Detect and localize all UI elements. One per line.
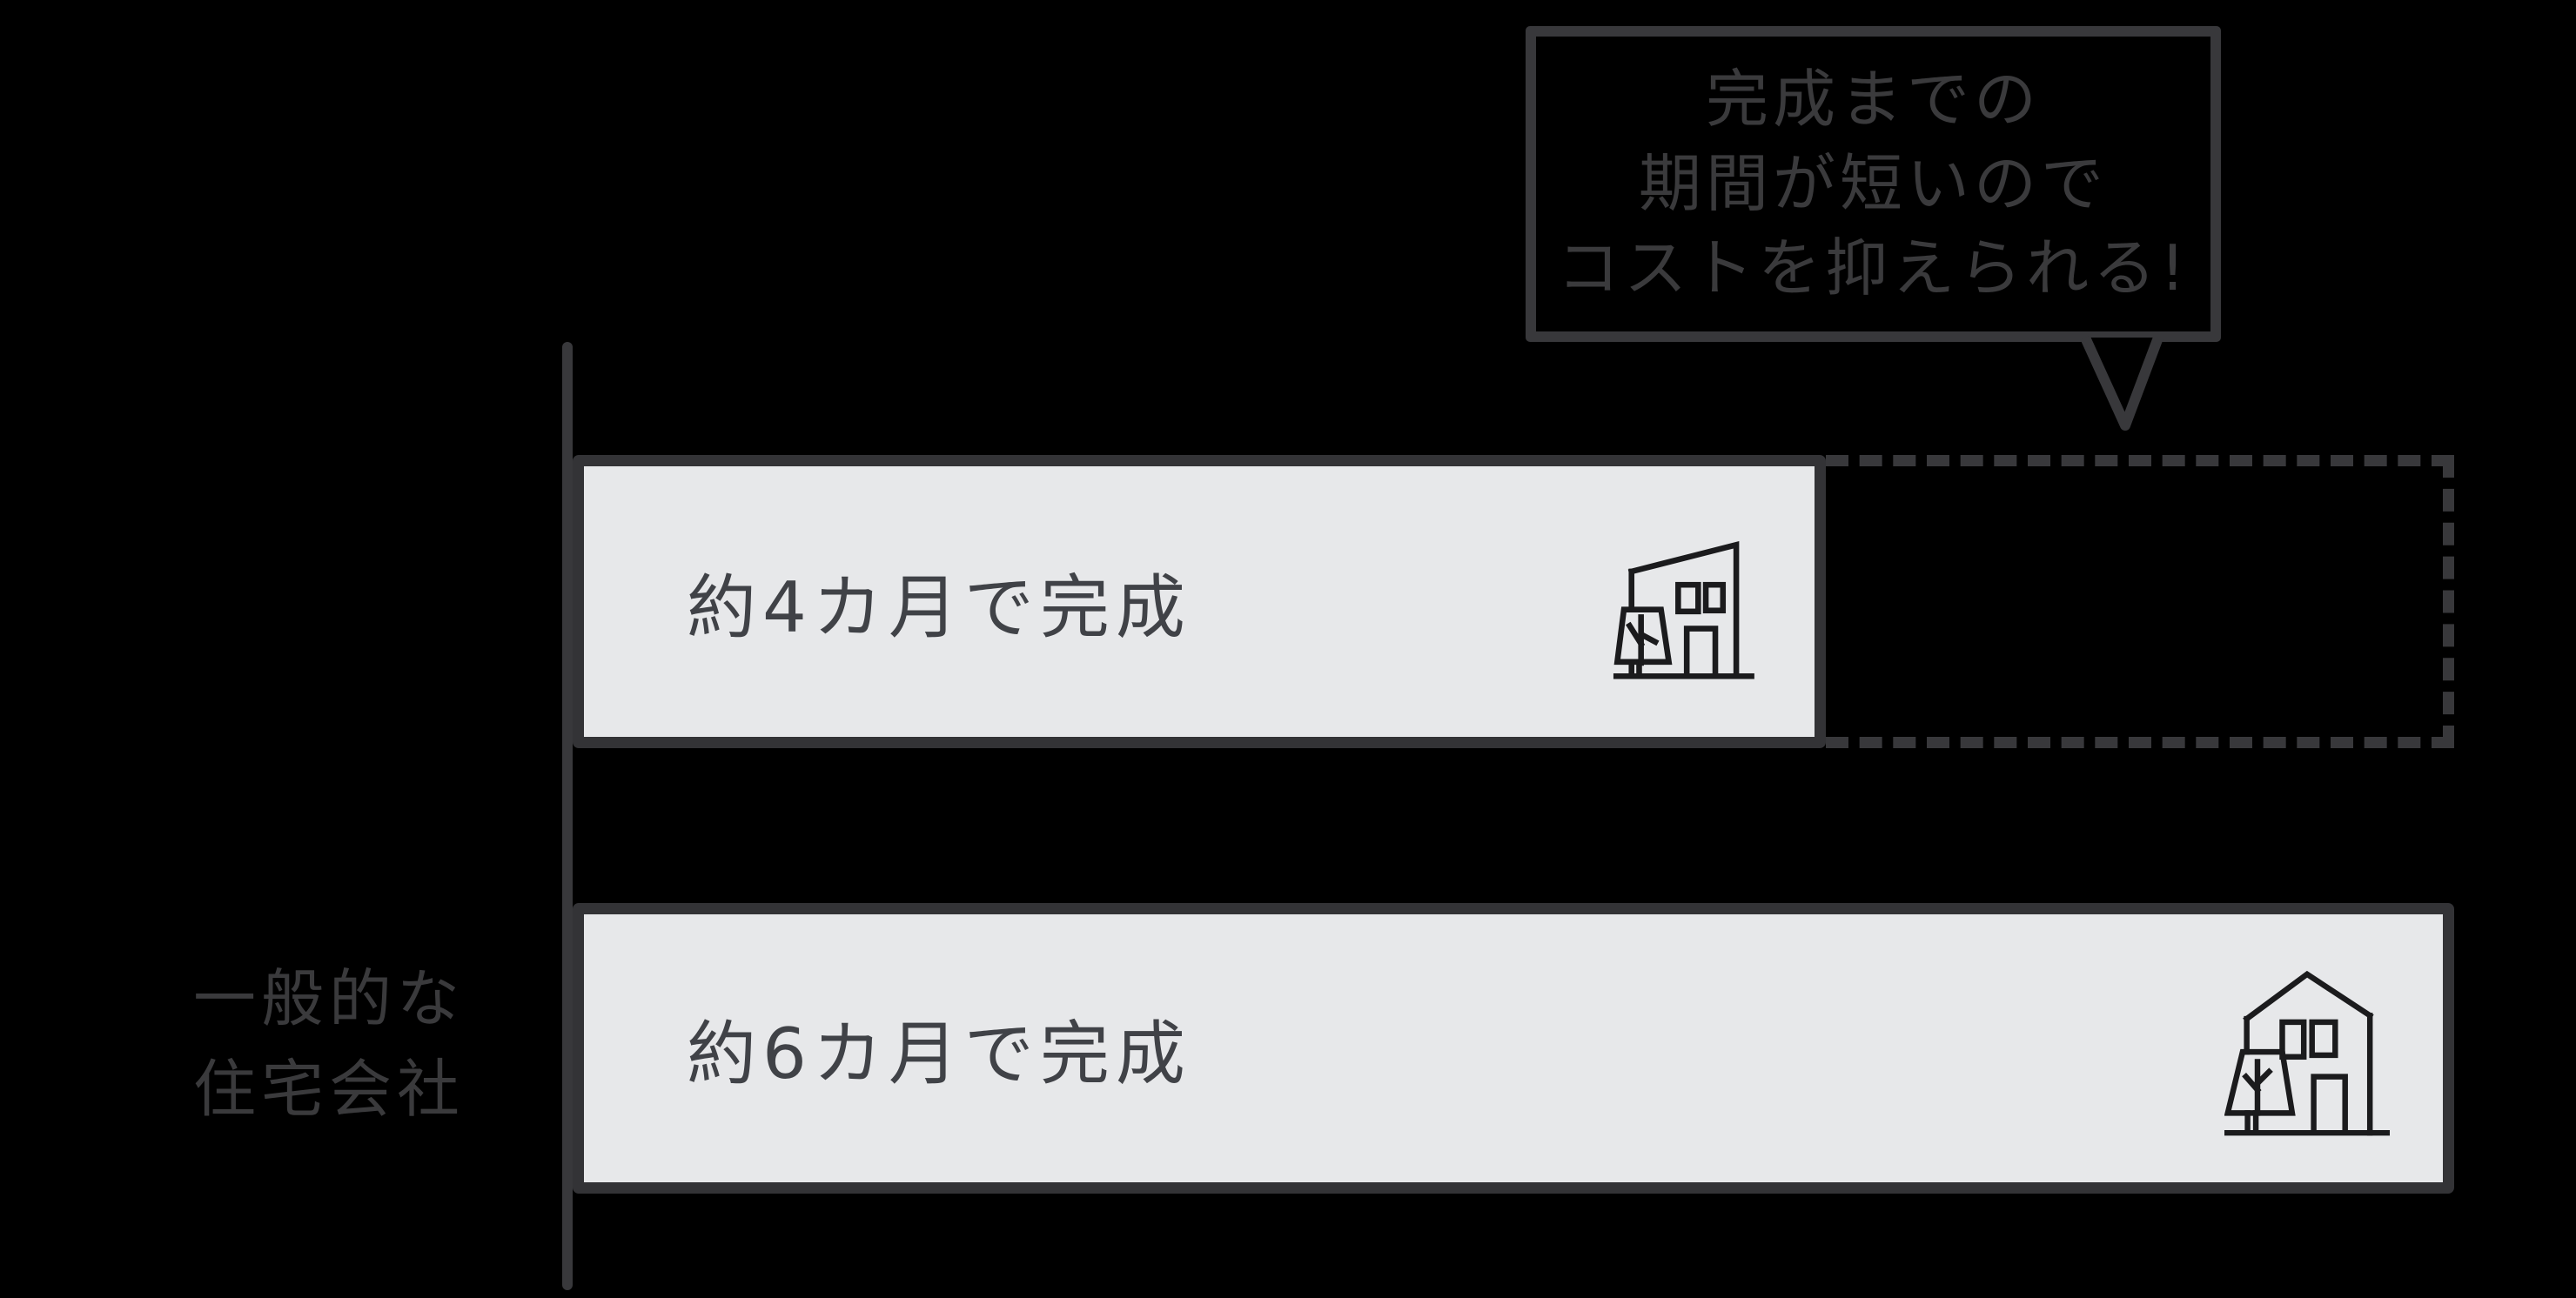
modern-house-icon (1613, 541, 1754, 679)
speech-bubble: 完成までの 期間が短いので コストを抑えられる! (1526, 26, 2221, 342)
speech-bubble-text-line: コストを抑えられる! (1557, 231, 2190, 304)
row-label-general-housing-company: 一般的な 住宅会社 (155, 953, 503, 1134)
dashed-projection-box (1826, 455, 2454, 748)
gable-house-icon (2224, 970, 2390, 1136)
speech-bubble-text-line: 完成までの (1705, 63, 2041, 136)
speech-bubble-text-line: 期間が短いので (1638, 147, 2108, 220)
bar-4-months-label: 約4カ月で完成 (687, 566, 1191, 648)
bar-4-months: 約4カ月で完成 (573, 455, 1826, 748)
bar-6-months: 約6カ月で完成 (573, 903, 2454, 1194)
bar-6-months-label: 約6カ月で完成 (687, 1014, 1191, 1094)
timeline-axis (562, 342, 573, 1290)
row-label-line: 住宅会社 (192, 1053, 465, 1126)
row-label-line: 一般的な (192, 962, 465, 1035)
speech-bubble-tail-icon (2080, 335, 2163, 431)
